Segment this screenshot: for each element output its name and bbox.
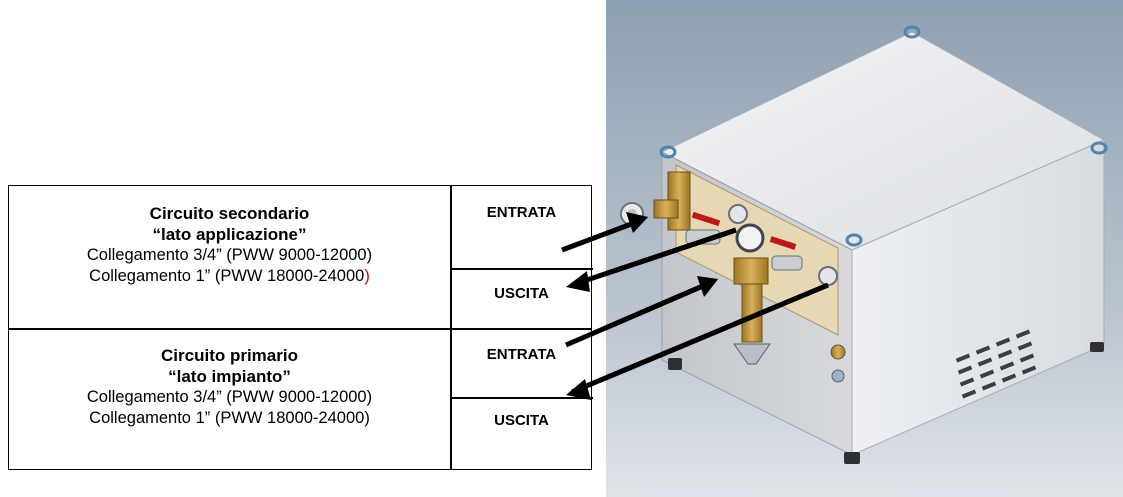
- cable-gland-icon: [830, 344, 846, 360]
- secondary-circuit-connection-2: Collegamento 1” (PWW 18000-24000): [9, 266, 450, 287]
- primary-circuit-connection-1: Collegamento 3/4” (PWW 9000-12000): [86, 388, 373, 406]
- secondary-circuit-connection-2-paren: ): [364, 266, 370, 285]
- primary-circuit-subtitle: “lato impianto”: [168, 366, 291, 386]
- secondary-circuit-description: Circuito secondario “lato applicazione” …: [9, 204, 450, 286]
- cable-gland-icon: [831, 369, 845, 383]
- table-divider-row1: [450, 268, 593, 270]
- table-divider-row2: [450, 397, 593, 399]
- ventilation-grille: [955, 329, 1037, 399]
- primary-circuit-connection-2: Collegamento 1” (PWW 18000-24000): [89, 408, 370, 427]
- secondary-inlet-label: ENTRATA: [486, 204, 557, 221]
- secondary-outlet-label: USCITA: [494, 285, 549, 302]
- secondary-circuit-title: Circuito secondario: [149, 204, 310, 223]
- primary-inlet-label: ENTRATA: [486, 346, 557, 363]
- table-divider-horizontal: [9, 328, 591, 330]
- secondary-circuit-subtitle: “lato applicazione”: [152, 224, 307, 244]
- primary-circuit-description: Circuito primario “lato impianto” Colleg…: [9, 346, 450, 428]
- lifting-eye-icon: [659, 25, 1108, 247]
- secondary-circuit-connection-2-text: Collegamento 1” (PWW 18000-24000: [89, 266, 365, 285]
- primary-circuit-title: Circuito primario: [161, 346, 298, 365]
- heat-exchanger-unit-render: [606, 0, 1123, 497]
- connection-table: Circuito secondario “lato applicazione” …: [8, 185, 593, 470]
- table-divider-vertical: [450, 186, 452, 469]
- secondary-circuit-connection-1: Collegamento 3/4” (PWW 9000-12000): [86, 246, 373, 264]
- primary-outlet-label: USCITA: [494, 412, 549, 429]
